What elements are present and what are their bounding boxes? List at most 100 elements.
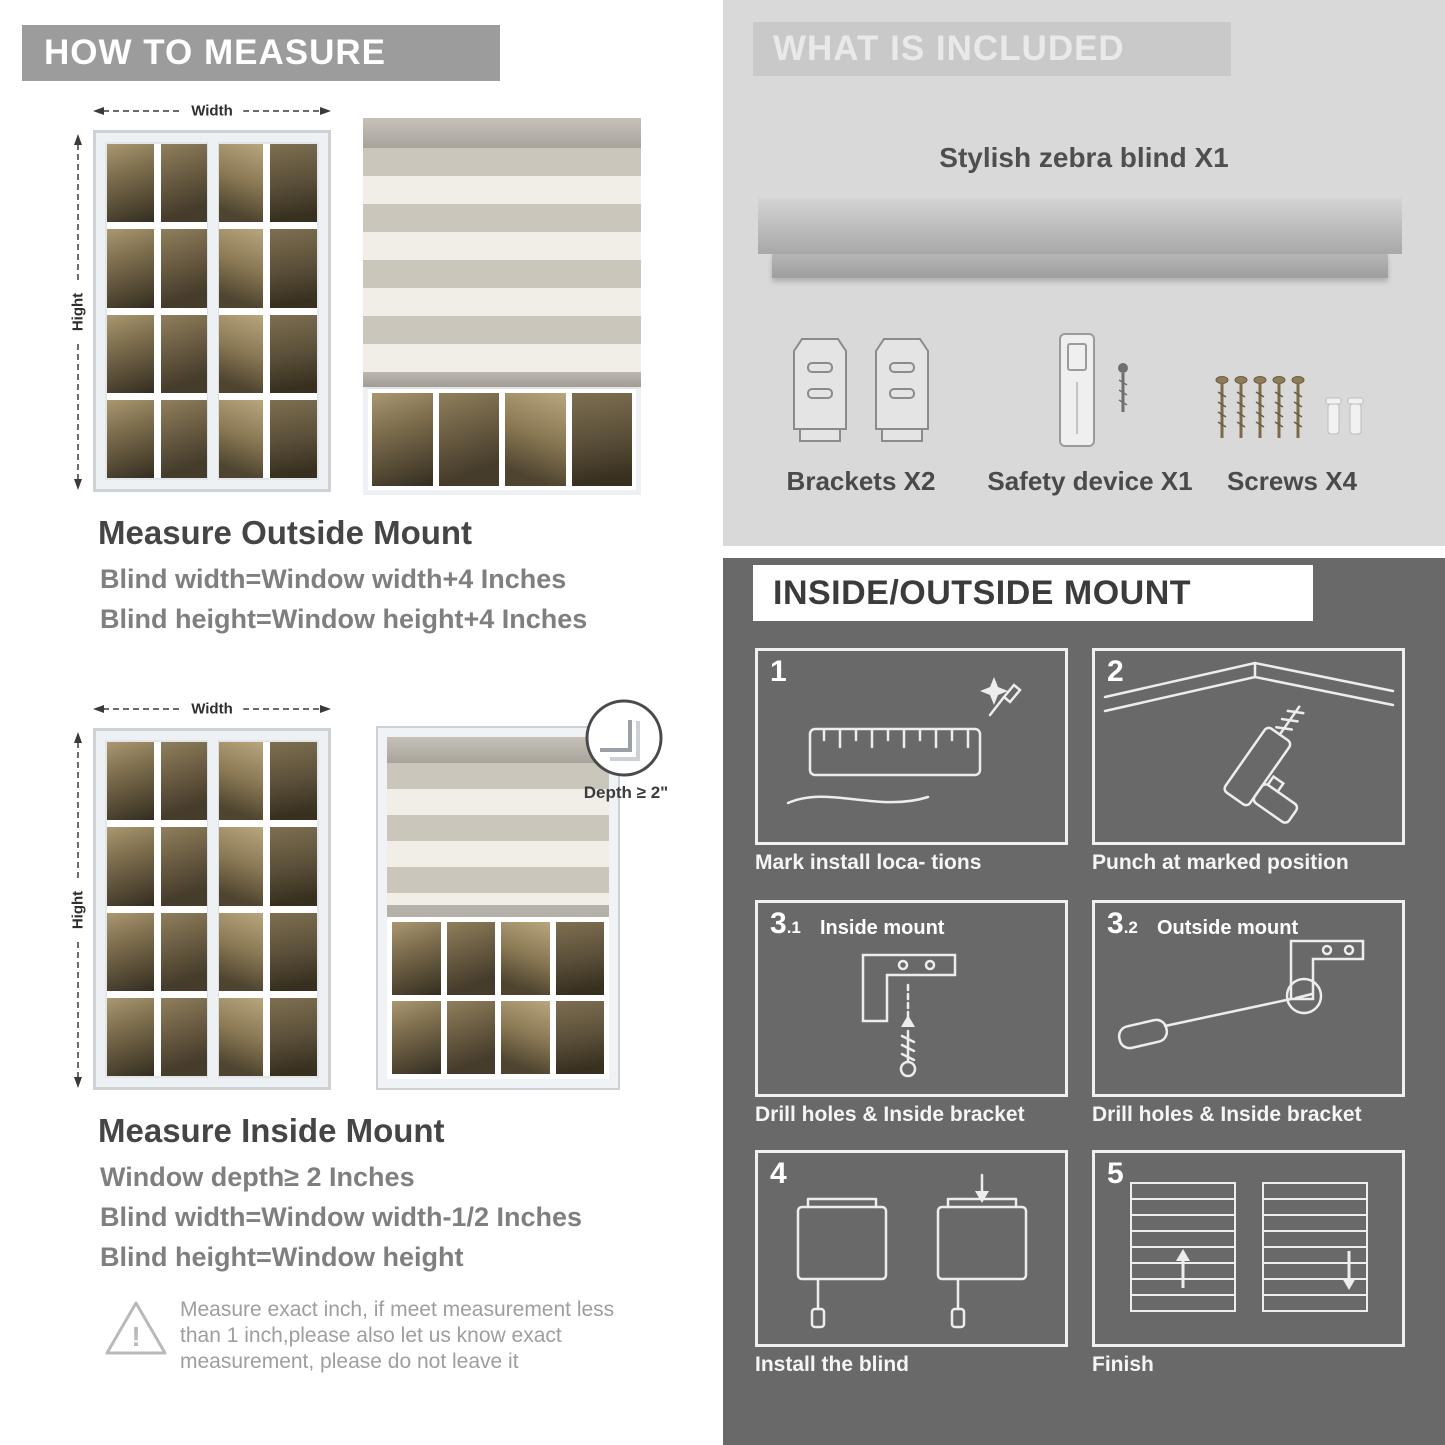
window-pane xyxy=(372,393,433,486)
window-pane xyxy=(161,912,209,991)
window-pane xyxy=(215,742,263,821)
height-measure-arrow: Hight xyxy=(69,134,87,490)
outside-rule-height: Blind height=Window height+4 Inches xyxy=(100,604,588,634)
window-pane xyxy=(392,922,441,995)
window-peek xyxy=(387,917,609,1079)
window-pane xyxy=(215,912,263,991)
window-pane xyxy=(215,314,263,393)
step-caption-3-2: Drill holes & Inside bracket xyxy=(1092,1103,1362,1126)
window-pane xyxy=(438,393,499,486)
height-label: Hight xyxy=(69,880,87,940)
depth-corner-icon xyxy=(585,699,663,777)
outside-bracket-illustration xyxy=(1117,939,1365,1050)
window-pane xyxy=(215,997,263,1076)
window-pane xyxy=(215,827,263,906)
casement-divider xyxy=(207,740,219,1078)
what-is-included-header: WHAT IS INCLUDED xyxy=(753,22,1231,76)
safety-device-icon xyxy=(1035,330,1145,460)
blind-cassette xyxy=(363,118,641,148)
step-panel-1: 1 xyxy=(755,648,1068,845)
depth-callout-circle xyxy=(584,698,664,778)
window-pane xyxy=(107,827,155,906)
inside-rule-depth: Window depth≥ 2 Inches xyxy=(100,1162,415,1192)
zebra-blind-outside-figure xyxy=(363,118,641,495)
outside-rule-width: Blind width=Window width+4 Inches xyxy=(100,564,567,594)
window-pane xyxy=(107,144,155,223)
step-caption-4: Install the blind xyxy=(755,1353,910,1376)
vertical-arrow-icon xyxy=(74,134,82,490)
vertical-arrow-icon xyxy=(74,732,82,1088)
window-pane xyxy=(446,922,495,995)
window-pane xyxy=(555,922,604,995)
window-pane xyxy=(269,997,317,1076)
step-caption-3-1: Drill holes & Inside bracket xyxy=(755,1103,1025,1126)
width-measure-arrow: Width xyxy=(93,700,331,718)
window-pane xyxy=(555,1001,604,1074)
finish-blinds-illustration xyxy=(1130,1182,1368,1312)
measure-inside-title: Measure Inside Mount xyxy=(98,1112,445,1149)
step-number: 5 xyxy=(1107,1157,1124,1190)
height-measure-arrow: Hight xyxy=(69,732,87,1088)
measure-warning-text: Measure exact inch, if meet measurement … xyxy=(180,1298,615,1373)
step-number: 2 xyxy=(1107,655,1124,688)
window-pane xyxy=(161,827,209,906)
window-pane xyxy=(161,229,209,308)
window-pane xyxy=(161,314,209,393)
window-pane xyxy=(269,229,317,308)
window-pane xyxy=(161,997,209,1076)
window-pane xyxy=(269,399,317,478)
window-pane xyxy=(571,393,632,486)
width-label: Width xyxy=(181,102,243,120)
brackets-label: Brackets X2 xyxy=(786,466,936,496)
casement-divider xyxy=(207,142,219,480)
measure-outside-title: Measure Outside Mount xyxy=(98,514,473,551)
screws-icon xyxy=(1212,372,1372,464)
mark-location-illustration xyxy=(786,677,1022,805)
mount-header: INSIDE/OUTSIDE MOUNT xyxy=(753,565,1313,621)
install-blind-illustration xyxy=(796,1173,1028,1329)
blind-headrail-valance xyxy=(772,254,1388,278)
depth-callout-label: Depth ≥ 2" xyxy=(583,783,669,802)
blind-headrail xyxy=(758,198,1402,254)
window-pane xyxy=(269,144,317,223)
blind-stripes xyxy=(363,148,641,372)
step-number: 3.1 xyxy=(770,907,801,940)
step-title: Inside mount xyxy=(820,917,945,939)
warning-triangle-icon: ! xyxy=(103,1298,169,1360)
svg-text:!: ! xyxy=(131,1321,140,1352)
window-pane xyxy=(161,399,209,478)
blind-bottom-rail xyxy=(363,372,641,387)
window-pane xyxy=(505,393,566,486)
window-pane xyxy=(392,1001,441,1074)
horizontal-arrow-icon xyxy=(93,107,331,115)
window-pane xyxy=(107,997,155,1076)
step-panel-3-2: 3.2 Outside mount xyxy=(1092,900,1405,1097)
drill-punch-illustration xyxy=(1103,661,1395,824)
zebra-blind-inside-figure xyxy=(376,726,620,1090)
step-panel-3-1: 3.1 Inside mount xyxy=(755,900,1068,1097)
window-pane xyxy=(107,742,155,821)
step-panel-4: 4 xyxy=(755,1150,1068,1347)
mount-section xyxy=(723,558,1445,1445)
horizontal-arrow-icon xyxy=(93,705,331,713)
window-panes xyxy=(372,393,632,486)
how-to-measure-header: HOW TO MEASURE xyxy=(22,25,500,81)
window-pane xyxy=(161,144,209,223)
step-caption-1: Mark install loca- tions xyxy=(755,851,982,874)
window-peek xyxy=(363,387,641,495)
inside-rule-width: Blind width=Window width-1/2 Inches xyxy=(100,1202,583,1232)
window-pane xyxy=(215,229,263,308)
step-panel-5: 5 xyxy=(1092,1150,1405,1347)
window-pane xyxy=(161,742,209,821)
height-label: Hight xyxy=(69,282,87,342)
blind-bottom-rail xyxy=(387,905,609,917)
blind-stripes xyxy=(387,763,609,905)
width-measure-arrow: Width xyxy=(93,102,331,120)
step-number: 4 xyxy=(770,1157,787,1190)
blind-cassette xyxy=(387,737,609,763)
safety-device-label: Safety device X1 xyxy=(987,466,1193,496)
window-pane xyxy=(215,399,263,478)
window-pane xyxy=(107,229,155,308)
window-pane xyxy=(446,1001,495,1074)
